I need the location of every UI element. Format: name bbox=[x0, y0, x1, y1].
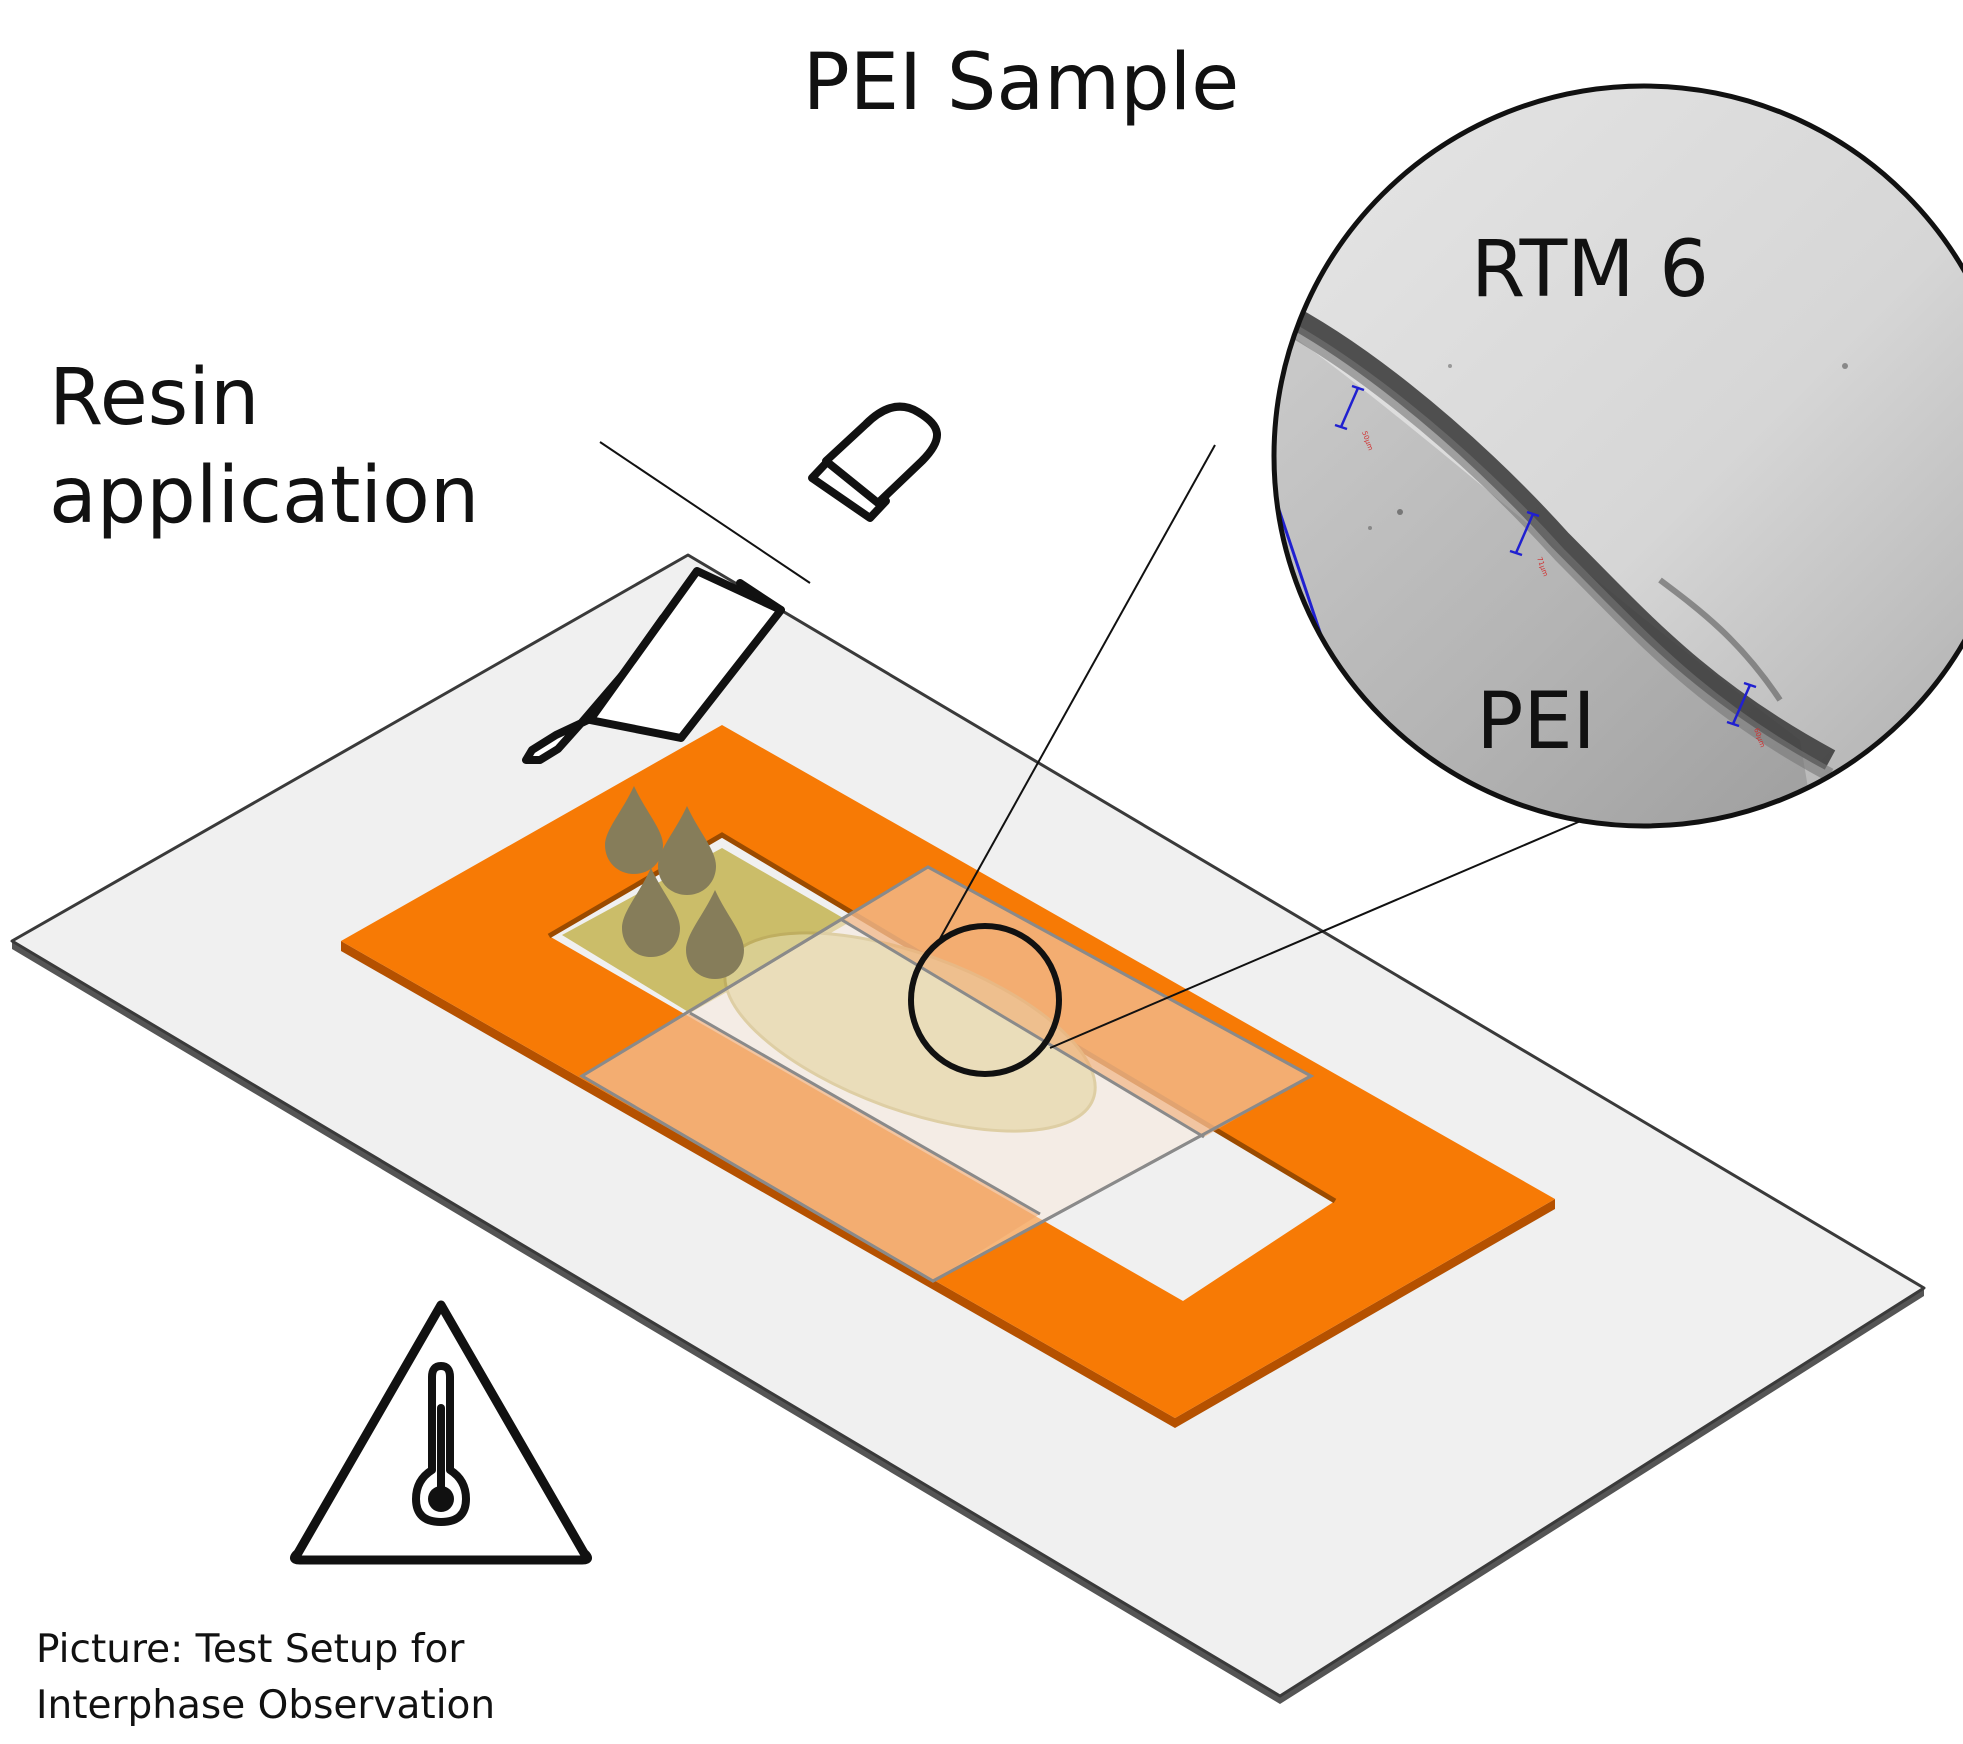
micrograph-speck bbox=[1448, 364, 1452, 368]
droplet-icon bbox=[686, 890, 744, 979]
micrograph-speck bbox=[1397, 509, 1403, 515]
dropper-mark bbox=[736, 579, 785, 614]
slide-outline bbox=[581, 865, 1315, 1283]
page-title: PEI Sample bbox=[803, 38, 1240, 128]
micrograph-border bbox=[1271, 83, 1963, 829]
zoom-connector-lower bbox=[1049, 819, 1584, 1049]
caption-line1: Picture: Test Setup for bbox=[36, 1627, 465, 1672]
resin-label-line2: application bbox=[49, 451, 479, 541]
droplet-icon bbox=[622, 868, 680, 957]
thermometer-warning-icon bbox=[290, 1300, 592, 1565]
zoom-label-rtm6: RTM 6 bbox=[1471, 225, 1709, 315]
micrograph-interface-halo bbox=[1274, 295, 1834, 782]
micrograph-streak bbox=[1658, 577, 1783, 702]
measurement-marker bbox=[1726, 681, 1757, 728]
orange-frame-top bbox=[341, 725, 1555, 1418]
caption: Picture: Test Setup for Interphase Obser… bbox=[36, 1627, 495, 1728]
thermometer-bulb bbox=[428, 1486, 454, 1512]
resin-application-label: Resin application bbox=[49, 353, 479, 541]
dropper-icon bbox=[522, 402, 941, 764]
dropper-bulb bbox=[822, 402, 941, 507]
micrograph-scale-bar-cap bbox=[1252, 442, 1262, 446]
caption-line2: Interphase Observation bbox=[36, 1683, 495, 1728]
measurement-marker bbox=[1509, 510, 1540, 557]
droplet-icon bbox=[658, 806, 716, 895]
slide-inner-line-1 bbox=[689, 1011, 1041, 1216]
slide-over-frame-right bbox=[842, 867, 1311, 1137]
micrograph-zoom: 50µm 71µm 60µm bbox=[1252, 86, 1963, 826]
micrograph-interface bbox=[1274, 279, 1836, 770]
zoom-label-pei: PEI bbox=[1476, 677, 1595, 767]
resin-droplets bbox=[605, 786, 744, 979]
micrograph-speck bbox=[1368, 526, 1372, 530]
micrograph-speck bbox=[1842, 363, 1848, 369]
measurement-marker bbox=[1334, 384, 1365, 431]
resin-leader-line bbox=[599, 441, 811, 584]
zoom-connector-upper bbox=[936, 444, 1216, 945]
resin-label-line1: Resin bbox=[49, 353, 259, 443]
magnifier-circle-icon bbox=[908, 923, 1062, 1077]
dropper-collar bbox=[808, 457, 890, 522]
warning-triangle bbox=[290, 1300, 592, 1565]
slide-inner-line-2 bbox=[841, 918, 1205, 1139]
droplet-icon bbox=[605, 786, 663, 874]
slide-over-frame-left bbox=[582, 1013, 1040, 1281]
